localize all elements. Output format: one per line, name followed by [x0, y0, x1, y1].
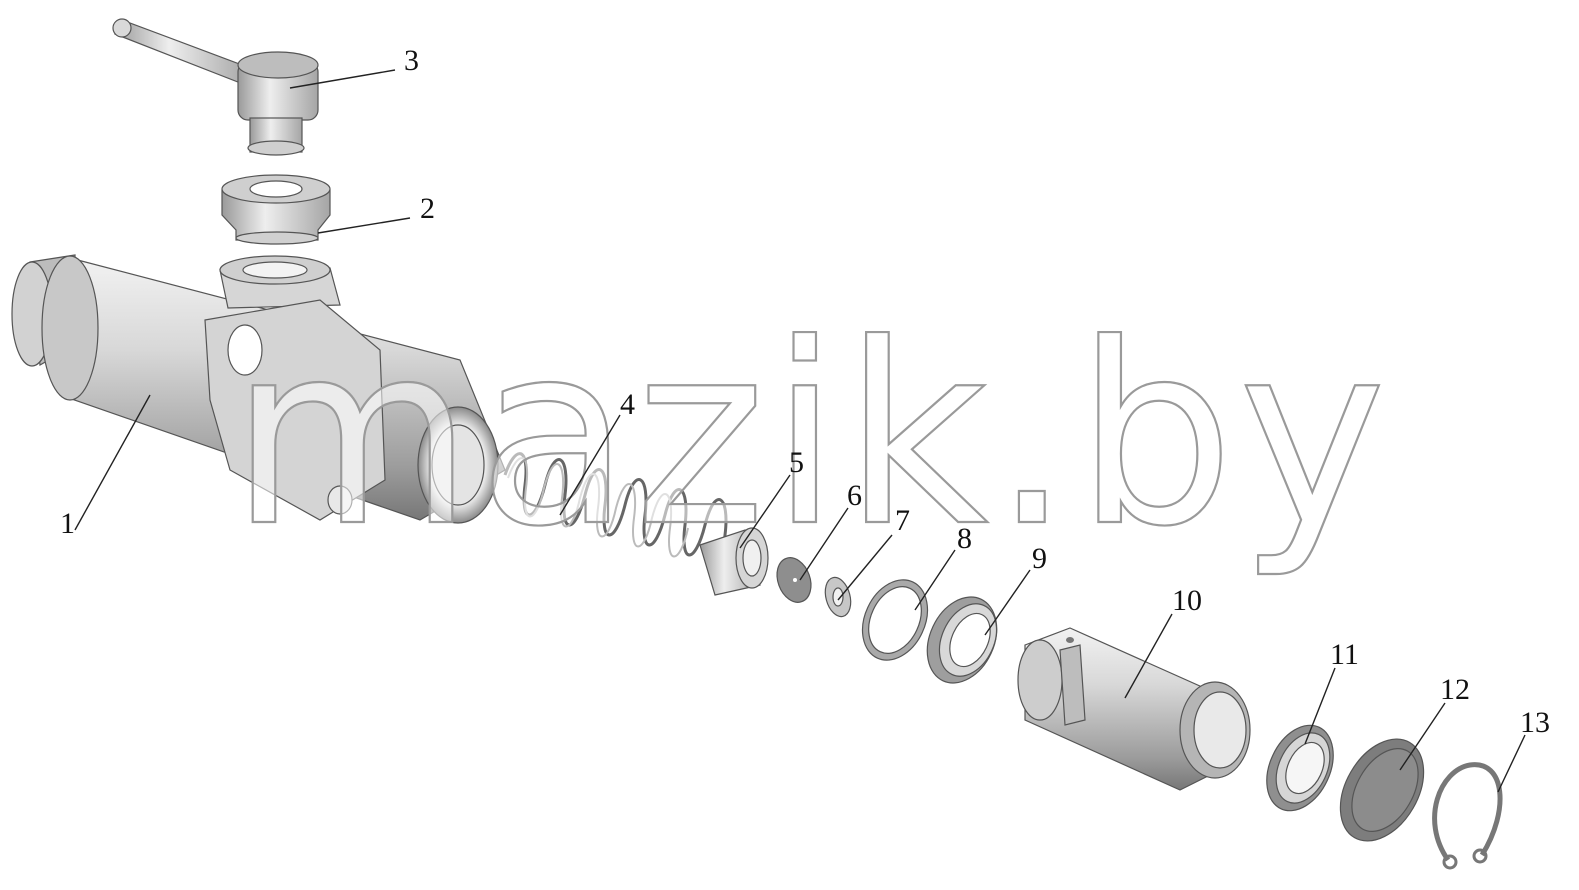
watermark-text: mazik.by [230, 290, 1390, 581]
part-4-spring [503, 452, 742, 572]
callout-1: 1 [60, 507, 75, 540]
callout-6: 6 [847, 479, 862, 512]
part-1-cylinder-body [11, 254, 506, 524]
callout-5: 5 [789, 446, 804, 479]
callout-9: 9 [1032, 542, 1047, 575]
part-2-bushing [221, 174, 331, 245]
part-3-bleeder-valve [112, 18, 319, 156]
part-13-circlip [1432, 762, 1503, 870]
part-9-cup-seal [926, 596, 998, 684]
callout-2: 2 [420, 192, 435, 225]
callout-7: 7 [895, 504, 910, 537]
part-11-lip-seal [1266, 724, 1334, 812]
part-10-piston [1017, 627, 1251, 791]
part-6-disc [776, 557, 812, 603]
callout-10: 10 [1172, 584, 1202, 617]
part-8-ring [861, 579, 929, 661]
callout-13: 13 [1520, 706, 1550, 739]
callout-8: 8 [957, 522, 972, 555]
callout-lines [74, 69, 1526, 793]
part-7-washer [824, 576, 852, 618]
callout-11: 11 [1330, 638, 1359, 671]
callout-12: 12 [1440, 673, 1470, 706]
part-12-washer [1339, 738, 1425, 842]
callout-3: 3 [404, 44, 419, 77]
callout-4: 4 [620, 388, 635, 421]
callout-numbers: 1 2 3 4 5 6 7 8 9 10 11 12 13 [60, 44, 1550, 739]
